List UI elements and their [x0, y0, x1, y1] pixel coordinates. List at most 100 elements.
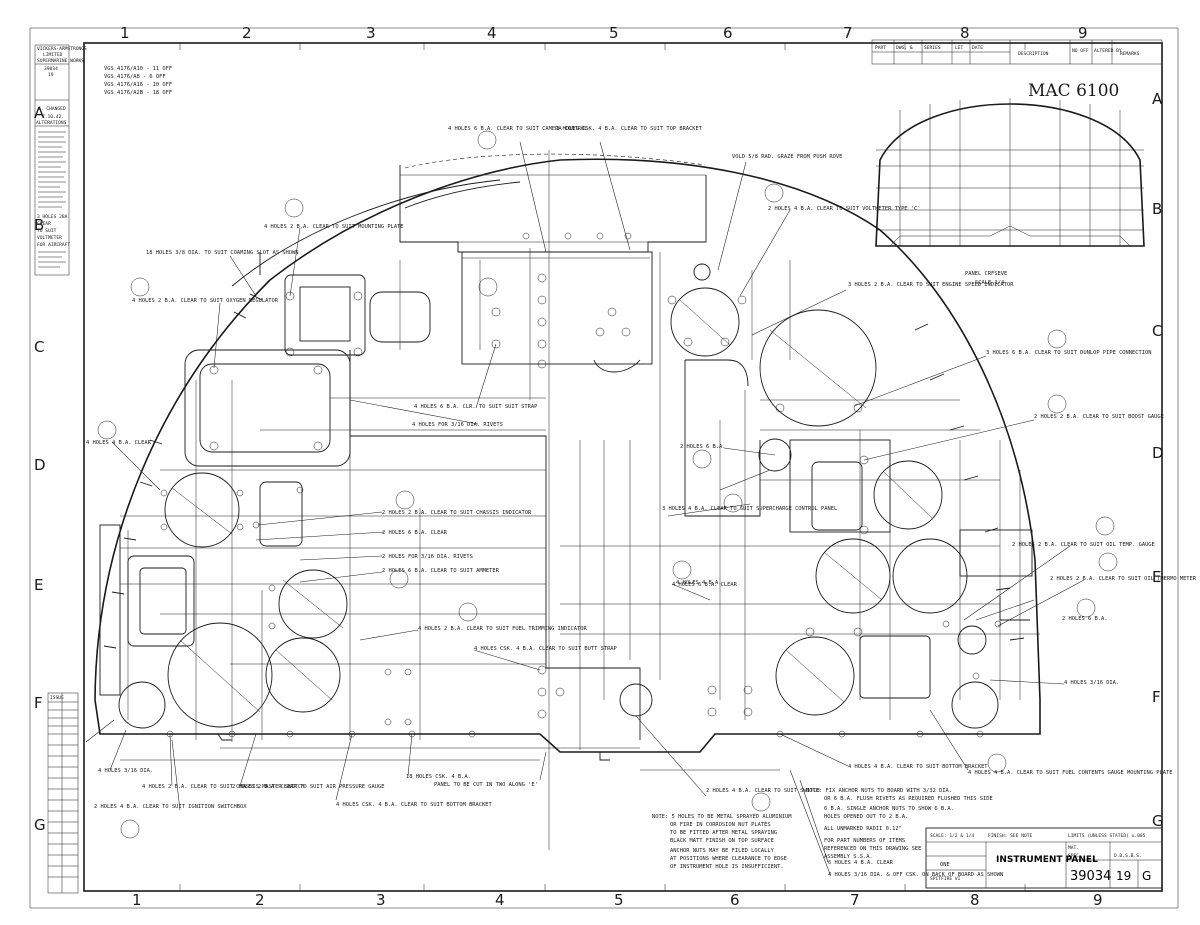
sheet-number: 19 [1116, 869, 1131, 883]
frame-ticks [179, 43, 1026, 891]
left-note-line: VICKERS-ARMSTRONGS [37, 46, 87, 52]
callout-fuel-contents: 4 HOLES 4 B.A. CLEAR TO SUIT FUEL CONTEN… [968, 770, 1172, 776]
note2-line: ASSEMBLY S.S.A. [824, 854, 873, 860]
grid-row-label: D [1152, 444, 1164, 462]
note2-line: ALL UNMARKED RADII 0.12" [824, 826, 902, 832]
grid-col-label: 6 [730, 891, 740, 909]
callout-panel-cut: PANEL TO BE CUT IN TWO ALONG 'E' [434, 782, 538, 788]
revision-col: DWG. & [896, 45, 913, 51]
revision-header: PART DWG. & SERIES LET DATE DESCRIPTION … [871, 39, 1163, 65]
grid-row-label: F [34, 694, 43, 712]
callout-ammeter: 2 HOLES 6 B.A. CLEAR TO SUIT AMMETER [382, 568, 500, 574]
grid-row-label: D [34, 456, 46, 474]
note2-line: HOLES OPENED OUT TO 2 B.A. [824, 814, 908, 820]
note-line: BLACK MATT FINISH ON TOP SURFACE [670, 838, 774, 844]
callout-fuel-trimming: 4 HOLES 2 B.A. CLEAR TO SUIT FUEL TRIMMI… [418, 626, 588, 632]
callout-engine-speed: 3 HOLES 2 B.A. CLEAR TO SUIT ENGINE SPEE… [848, 282, 1014, 288]
callout-rivets: 4 HOLES FOR 3/16 DIA. RIVETS [412, 422, 503, 428]
callout-oxygen-regulator: 4 HOLES 2 B.A. CLEAR TO SUIT OXYGEN REGU… [132, 298, 279, 304]
title-finish: FINISH: SEE NOTE [988, 833, 1032, 839]
callout-rivets-2: 2 HOLES FOR 3/16 DIA. RIVETS [382, 554, 473, 560]
callout-chassis-indicator: 2 HOLES 2 B.A. CLEAR TO SUIT CHASSIS IND… [382, 510, 532, 516]
callout-4ba-clear: 4 HOLES 4 B.A. CLEAR [86, 440, 152, 446]
grid-col-label: 9 [1093, 891, 1103, 909]
title-num-off: ONE [940, 862, 950, 868]
callout-butt-strap-2: 4 HOLES CSK. 4 B.A. CLEAR TO SUIT BUTT S… [474, 646, 617, 652]
callout-top-bracket: 3 HOLES CSK. 4 B.A. CLEAR TO SUIT TOP BR… [556, 126, 703, 132]
spec-line: VGS 4176/A10 - 11 OFF [104, 66, 172, 72]
callout-switch: 2 HOLES 4 B.A. CLEAR TO SUIT SWITCH [706, 788, 820, 794]
title-material: MAT. [1068, 845, 1079, 851]
left-note-line: 7.10.42. [42, 114, 64, 120]
callout-air-pressure: 2 HOLES 2 B.A. CLEAR TO SUIT AIR PRESSUR… [232, 784, 385, 790]
grid-row-label: A [1152, 90, 1163, 108]
grid-row-label: C [34, 338, 44, 356]
grid-columns-top: 1 2 3 4 5 6 7 8 9 [120, 24, 1088, 42]
grid-col-label: 2 [255, 891, 265, 909]
title-spec-label: SPEC. [1068, 853, 1082, 859]
revision-col: DESCRIPTION [1018, 51, 1049, 57]
grid-col-label: 7 [843, 24, 853, 42]
grid-row-label: B [1152, 200, 1162, 218]
grid-rows-left: A B C D E F G [34, 104, 46, 834]
grid-col-label: 5 [614, 891, 624, 909]
revision-col: NO OFF [1072, 48, 1089, 54]
callout-camera-control: 4 HOLES 6 B.A. CLEAR TO SUIT CAMERA CONT… [448, 126, 588, 132]
note2-line: NOTE: FIX ANCHOR NUTS TO BOARD WITH 3/32… [806, 788, 952, 794]
grid-row-label: B [34, 216, 44, 234]
left-note-line: 3 HOLES 2BA [37, 214, 68, 220]
grid-col-label: 3 [376, 891, 386, 909]
grid-col-label: 1 [132, 891, 142, 909]
callout-4-holes-4ba: 4 HOLES 4 B.A. [676, 580, 721, 586]
left-note-line: 39034 [44, 66, 58, 72]
revision-col: DATE [972, 45, 983, 51]
issue-table: ISSUE [47, 692, 79, 894]
grid-col-label: 4 [495, 891, 505, 909]
note2-line: 6 B.A. SINGLE ANCHOR NUTS TO SHOW 6 B.A. [824, 806, 954, 812]
part-tags [97, 130, 1118, 839]
title-spec: D.D.S.B.S. [1114, 853, 1142, 859]
inset-panel-profile: PANEL CRFSEVE SCALE 1/4 [875, 98, 1145, 286]
callout-back-of-board: 4 HOLES 3/16 DIA. & OFF CSK. ON BACK OF … [828, 872, 1003, 878]
callout-coaming-slots: 18 HOLES 3/8 DIA. TO SUIT COAMING SLOT A… [146, 250, 299, 256]
issue-letter: G [1142, 869, 1151, 883]
callout-18-holes: 18 HOLES CSK. 4 B.A. [406, 774, 471, 780]
note2-line: OR 6 B.A. FLUSH RIVETS AS REQUIRED FLUSH… [824, 796, 993, 802]
grid-col-label: 5 [609, 24, 619, 42]
callout-oil-thermometer: 2 HOLES 2 B.A. CLEAR TO SUIT OIL THERMO … [1050, 576, 1197, 582]
callout-3-16-b: 4 HOLES 3/16 DIA. [98, 768, 153, 774]
grid-row-label: F [1152, 688, 1161, 706]
grid-col-label: 6 [723, 24, 733, 42]
title-aircraft: SPITFIRE VI [930, 876, 961, 882]
note-line: AT POSITIONS WHERE CLEARANCE TO EDGE [670, 856, 787, 862]
leader-lines [85, 141, 1085, 875]
grid-row-label: G [34, 816, 46, 834]
revision-col: ALTERED BY [1094, 48, 1122, 54]
grid-col-label: 4 [487, 24, 497, 42]
callout-boost-gauge: 2 HOLES 2 B.A. CLEAR TO SUIT BOOST GAUGE [1034, 414, 1164, 420]
note2-line: FOR PART NUMBERS OF ITEMS [824, 838, 905, 844]
note2-line: REFERENCED ON THIS DRAWING SEE [824, 846, 921, 852]
callout-2-holes-6ba-b: 2 HOLES 6 B.A. [1062, 616, 1107, 622]
title-text: INSTRUMENT PANEL [996, 855, 1098, 865]
grid-col-label: 9 [1078, 24, 1088, 42]
callout-6ba-clear: 2 HOLES 6 B.A. CLEAR [382, 530, 448, 536]
revision-col: SERIES [924, 45, 941, 51]
drawing-id-handwritten: MAC 6100 [1028, 81, 1119, 101]
issue-table-head: ISSUE [50, 695, 64, 701]
callout-butt-strap: 4 HOLES 6 B.A. CLR. TO SUIT SUIT STRAP [414, 404, 537, 410]
callout-bottom-bracket: 4 HOLES 4 B.A. CLEAR TO SUIT BOTTOM BRAC… [848, 764, 988, 770]
notes-block-2: NOTE: FIX ANCHOR NUTS TO BOARD WITH 3/32… [806, 788, 993, 860]
callout-2-holes-6ba: 2 HOLES 6 B.A. [680, 444, 725, 450]
callouts: 4 HOLES 6 B.A. CLEAR TO SUIT CAMERA CONT… [86, 126, 1197, 878]
spec-line: VGS 4176/A16 - 10 OFF [104, 82, 172, 88]
left-note-line: VOLTMETER [37, 235, 62, 241]
grid-col-label: 8 [960, 24, 970, 42]
grid-row-label: E [34, 576, 43, 594]
inset-scale: SCALE 1/4 [975, 280, 1004, 286]
spec-line: VGS 4176/A8 - 6 OFF [104, 74, 166, 80]
callout-supercharge: 3 HOLES 4 B.A. CLEAR TO SUIT SUPERCHARGE… [662, 506, 837, 512]
grid-col-label: 8 [970, 891, 980, 909]
dimension-lines [120, 150, 1040, 850]
revision-col: LET [955, 45, 964, 51]
